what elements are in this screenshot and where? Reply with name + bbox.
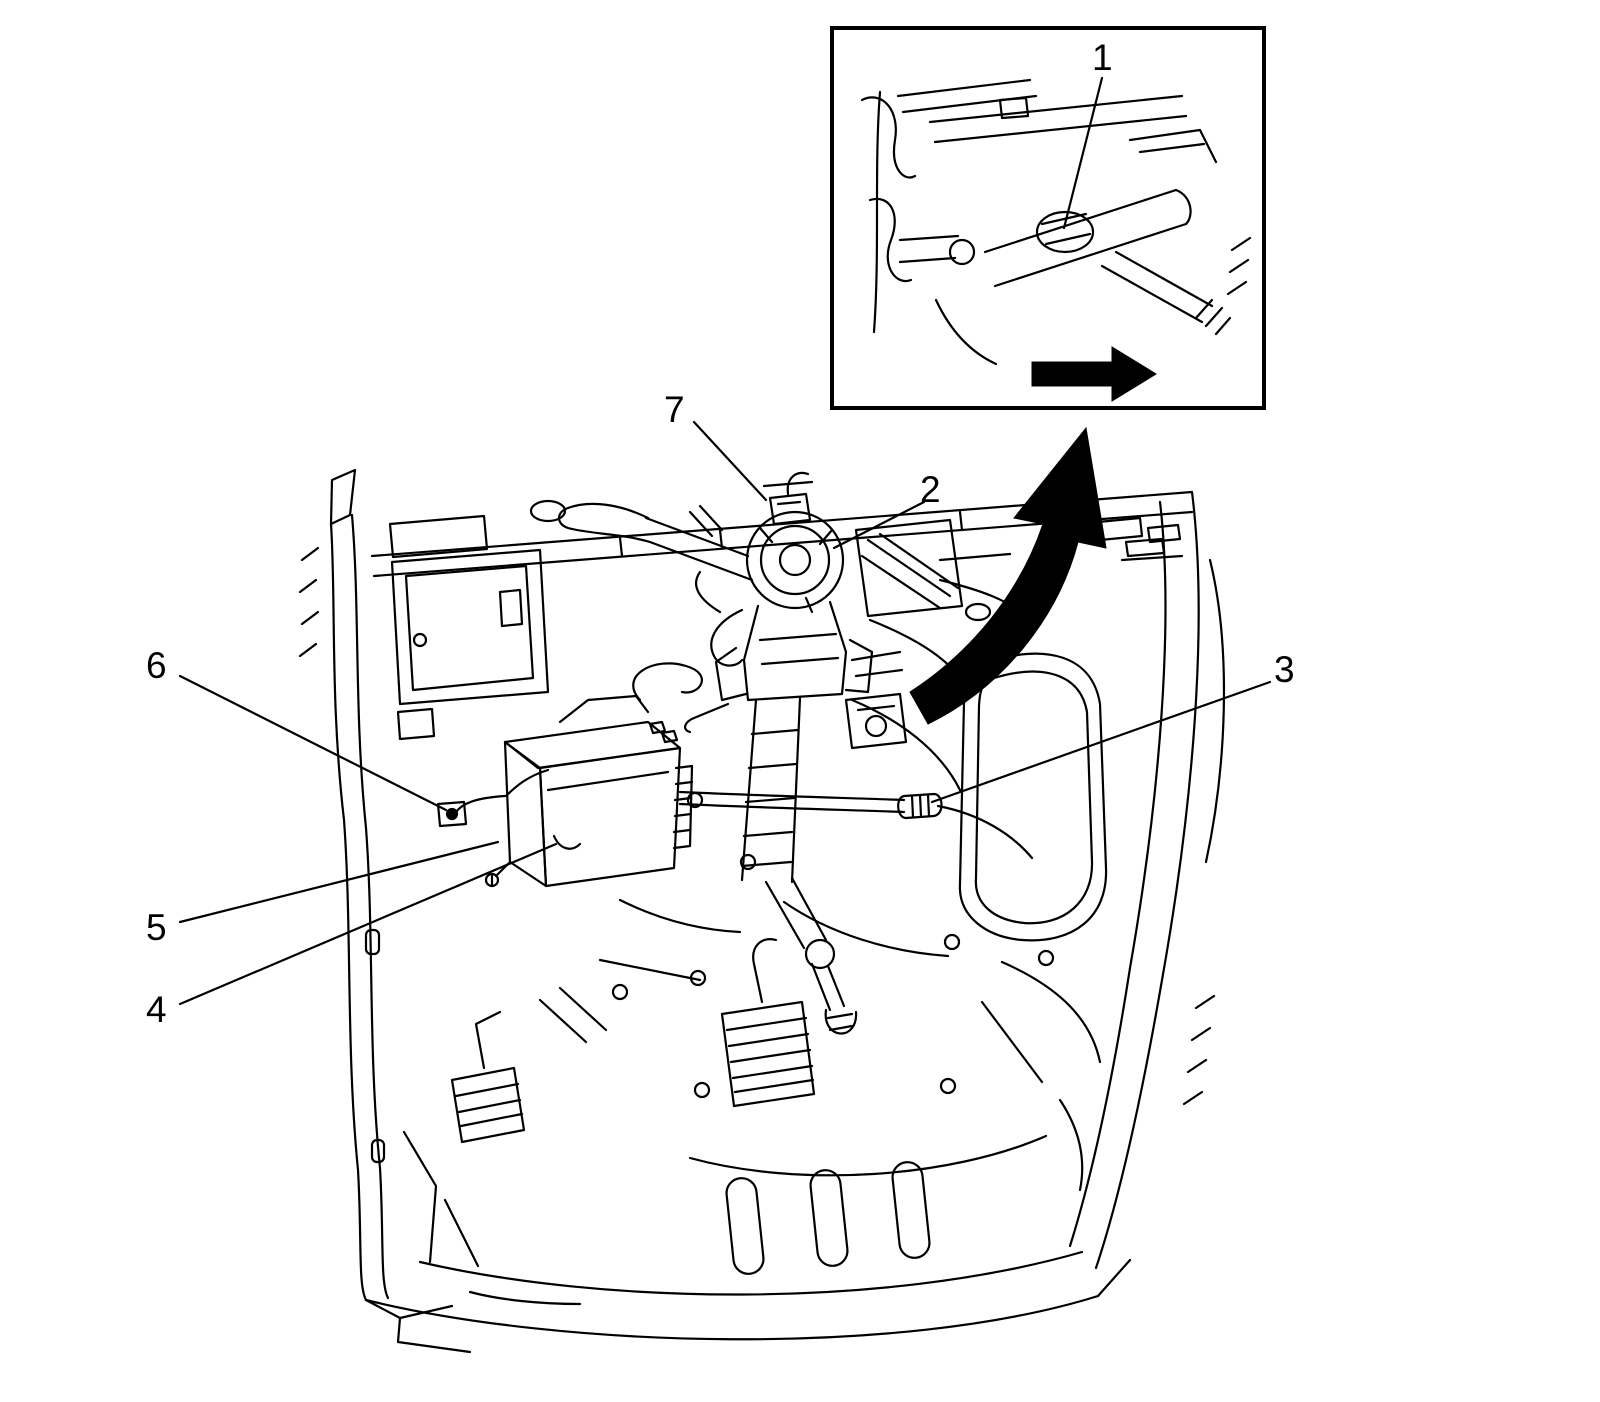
callout-1-label: 1 bbox=[1092, 37, 1113, 78]
steering-column-assembly bbox=[529, 471, 908, 1035]
a-pillar bbox=[298, 468, 480, 1354]
callout-6-label: 6 bbox=[146, 645, 167, 686]
callout-7-label: 7 bbox=[664, 389, 685, 430]
callout-leader-lines bbox=[178, 76, 1272, 1006]
callout-5-leader bbox=[178, 840, 500, 924]
inset-steering-column-detail bbox=[860, 78, 1252, 366]
callout-4-leader bbox=[178, 842, 558, 1006]
control-module bbox=[484, 694, 694, 888]
right-body-side bbox=[850, 490, 1226, 1270]
pedals bbox=[450, 938, 816, 1144]
floor-pan bbox=[364, 791, 1132, 1341]
callout-4-label: 4 bbox=[146, 989, 167, 1030]
callout-2-label: 2 bbox=[920, 469, 941, 510]
direction-arrow-icon bbox=[1031, 346, 1157, 402]
callout-2-leader bbox=[832, 500, 926, 550]
inset-box bbox=[830, 26, 1266, 410]
callout-3-label: 3 bbox=[1274, 649, 1295, 690]
callout-1-leader bbox=[1062, 76, 1104, 230]
callout-6-leader bbox=[178, 674, 448, 812]
callout-3-leader bbox=[930, 680, 1272, 804]
callout-7-leader bbox=[692, 420, 768, 502]
wiring-harness bbox=[436, 662, 1034, 958]
dash-bracket bbox=[854, 518, 1032, 629]
callout-5-label: 5 bbox=[146, 907, 167, 948]
callout-labels: 1 2 3 4 5 6 7 bbox=[146, 37, 1295, 1030]
